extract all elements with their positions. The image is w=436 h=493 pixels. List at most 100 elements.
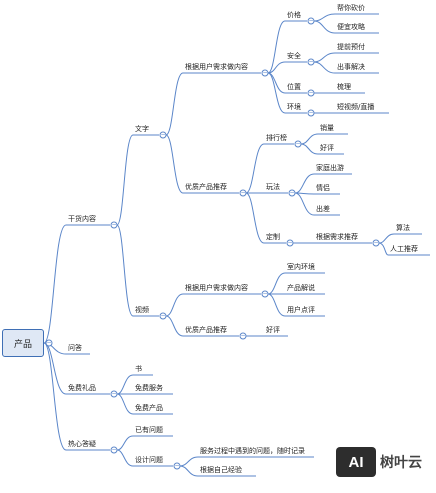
node-pianyi[interactable]: 便宜攻略 — [337, 23, 365, 31]
collapse-toggle-icon[interactable]: − — [239, 332, 247, 340]
connector-wz_xuqiu-huanjing — [267, 72, 286, 114]
node-tiqian[interactable]: 提前预付 — [337, 43, 365, 51]
node-shu[interactable]: 书 — [135, 365, 142, 373]
connector-wz_tuijian-paihang — [245, 143, 265, 194]
connector-ganhuo-wenzi — [116, 134, 134, 226]
node-rexin[interactable]: 热心答疑 — [68, 440, 96, 448]
node-wz_xuqiu[interactable]: 根据用户需求做内容 — [185, 63, 248, 71]
node-wanfa[interactable]: 玩法 — [266, 183, 280, 191]
node-chushi[interactable]: 出事解决 — [337, 63, 365, 71]
node-shipin[interactable]: 视频 — [135, 306, 149, 314]
node-weizhi[interactable]: 位置 — [287, 83, 301, 91]
connector-wz_xuqiu-jiage — [267, 20, 286, 74]
node-ganhuo[interactable]: 干货内容 — [68, 215, 96, 223]
node-yiyou[interactable]: 已有问题 — [135, 426, 163, 434]
node-wz_tuijian[interactable]: 优质产品推荐 — [185, 183, 227, 191]
node-chanpin_jieshuo[interactable]: 产品解说 — [287, 284, 315, 292]
connector-shipin-sp_xuqiu — [165, 293, 184, 317]
connector-ganhuo-shipin — [116, 224, 134, 317]
node-sheji[interactable]: 设计问题 — [135, 456, 163, 464]
collapse-toggle-icon[interactable]: − — [307, 17, 315, 25]
node-duanshipin[interactable]: 短视频/直播 — [337, 103, 375, 111]
node-suanfa[interactable]: 算法 — [396, 224, 410, 232]
connector-genju_xuqiu-suanfa — [378, 233, 395, 244]
connector-wenzi-wz_xuqiu — [165, 72, 184, 136]
connector-wz_tuijian-dingzhi — [245, 192, 265, 244]
connector-root-mianfei — [43, 342, 67, 395]
connector-mianfei-shu — [116, 374, 134, 395]
node-chuchai[interactable]: 出差 — [316, 205, 330, 213]
connector-paihang-xiaoliang — [300, 133, 319, 145]
collapse-toggle-icon[interactable]: − — [372, 239, 380, 247]
node-wenda[interactable]: 问答 — [68, 344, 82, 352]
connector-mianfei-mianfei_chanpin — [116, 393, 134, 415]
collapse-toggle-icon[interactable]: − — [110, 390, 118, 398]
node-sp_xuqiu[interactable]: 根据用户需求做内容 — [185, 284, 248, 292]
node-anquan[interactable]: 安全 — [287, 52, 301, 60]
root-node[interactable]: 产品 — [2, 329, 44, 357]
collapse-toggle-icon[interactable]: − — [307, 58, 315, 66]
node-mianfei_chanpin[interactable]: 免费产品 — [135, 404, 163, 412]
watermark: AI 树叶云 — [336, 444, 428, 480]
connector-anquan-chushi — [313, 61, 336, 74]
connector-jiage-bangni — [313, 13, 336, 22]
connector-wenzi-wz_tuijian — [165, 134, 184, 194]
connector-rexin-yiyou — [116, 435, 134, 451]
node-genju_xuqiu[interactable]: 根据需求推荐 — [316, 233, 358, 241]
connector-root-ganhuo — [43, 224, 67, 344]
node-huanjing[interactable]: 环境 — [287, 103, 301, 111]
connector-rexin-sheji — [116, 449, 134, 467]
node-sp_tuijian[interactable]: 优质产品推荐 — [185, 326, 227, 334]
node-fuwu_guocheng[interactable]: 服务过程中遇到的问题，随时记录 — [200, 447, 305, 455]
connector-sp_xuqiu-shinei — [267, 272, 286, 295]
connector-sheji-fuwu_guocheng — [179, 456, 199, 467]
collapse-toggle-icon[interactable]: − — [294, 140, 302, 148]
connector-jiage-pianyi — [313, 20, 336, 34]
collapse-toggle-icon[interactable]: − — [110, 221, 118, 229]
collapse-toggle-icon[interactable]: − — [261, 69, 269, 77]
node-genju_jingyan[interactable]: 根据自己经验 — [200, 466, 242, 474]
node-paihang[interactable]: 排行榜 — [266, 134, 287, 142]
node-jiage[interactable]: 价格 — [287, 11, 301, 19]
watermark-logo: AI — [336, 447, 376, 477]
connector-genju_xuqiu-rengong — [378, 242, 389, 256]
collapse-toggle-icon[interactable]: − — [307, 89, 315, 97]
watermark-text: 树叶云 — [380, 455, 422, 471]
node-haoping2[interactable]: 好评 — [266, 326, 280, 334]
collapse-toggle-icon[interactable]: − — [110, 446, 118, 454]
collapse-toggle-icon[interactable]: − — [286, 239, 294, 247]
root-label: 产品 — [13, 339, 32, 350]
collapse-toggle-icon[interactable]: − — [45, 339, 53, 347]
connector-wanfa-jiating — [294, 173, 315, 194]
node-xiaoliang[interactable]: 销量 — [320, 124, 334, 132]
node-dingzhi[interactable]: 定制 — [266, 233, 280, 241]
node-yonghu_dianping[interactable]: 用户点评 — [287, 306, 315, 314]
connector-sheji-genju_jingyan — [179, 465, 199, 477]
node-shinei[interactable]: 室内环境 — [287, 263, 315, 271]
collapse-toggle-icon[interactable]: − — [239, 189, 247, 197]
node-bangni[interactable]: 帮你砍价 — [337, 4, 365, 12]
collapse-toggle-icon[interactable]: − — [159, 131, 167, 139]
connector-root-rexin — [43, 342, 67, 451]
collapse-toggle-icon[interactable]: − — [159, 312, 167, 320]
collapse-toggle-icon[interactable]: − — [307, 109, 315, 117]
collapse-toggle-icon[interactable]: − — [288, 189, 296, 197]
node-wenzi[interactable]: 文字 — [135, 125, 149, 133]
node-qinglv[interactable]: 情侣 — [316, 184, 330, 192]
node-jiating[interactable]: 家庭出游 — [316, 164, 344, 172]
node-rengong[interactable]: 人工推荐 — [390, 245, 418, 253]
connector-wz_xuqiu-anquan — [267, 61, 286, 74]
connector-wanfa-chuchai — [294, 192, 315, 216]
connector-paihang-haoping1 — [300, 143, 319, 155]
node-mianfei_fuwu[interactable]: 免费服务 — [135, 384, 163, 392]
connector-sp_xuqiu-yonghu_dianping — [267, 293, 286, 317]
collapse-toggle-icon[interactable]: − — [173, 462, 181, 470]
node-mianfei[interactable]: 免费礼品 — [68, 384, 96, 392]
connector-shipin-sp_tuijian — [165, 315, 184, 337]
connector-anquan-tiqian — [313, 52, 336, 63]
node-haoping1[interactable]: 好评 — [320, 144, 334, 152]
collapse-toggle-icon[interactable]: − — [261, 290, 269, 298]
node-shuli[interactable]: 梳理 — [337, 83, 351, 91]
